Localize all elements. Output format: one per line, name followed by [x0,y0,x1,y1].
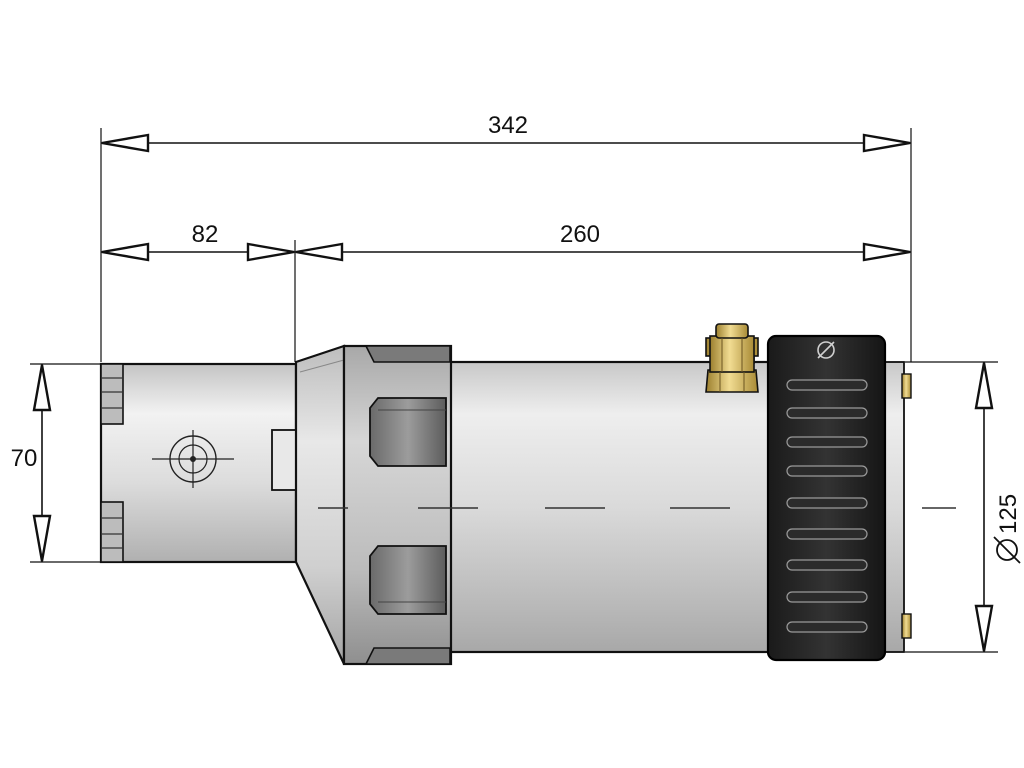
shaft-notch-bottom [100,501,124,563]
diameter-symbol-icon [996,539,1018,561]
overall-length-label: 342 [488,112,528,139]
cooling-cap [766,334,887,662]
brass-screw-top [901,373,912,399]
cap-screw-icon [817,341,835,359]
motor-body [448,323,772,654]
dimension-body-length: 260 [295,221,911,262]
vent-slots [786,379,868,633]
brass-nipple [705,323,759,393]
end-cap [883,361,912,653]
cone-adapter [294,344,346,665]
dimension-overall-length: 342 [100,112,912,362]
front-shaft [99,362,298,564]
arrowhead-up [974,362,994,410]
arrowhead-left [101,242,150,262]
dimension-front-diameter: 70 [6,363,102,563]
arrowhead-down [974,604,994,652]
clamp-ring [342,344,453,666]
arrowhead-left [295,242,344,262]
arrowhead-right [246,242,295,262]
clamp-slot-upper [369,397,447,467]
front-diameter-label: 70 [11,445,38,472]
arrowhead-right [862,133,911,153]
body-diameter-label: 125 [995,494,1022,534]
arrowhead-down [32,514,52,562]
shaft-key [271,429,297,491]
brass-screw-bottom [901,613,912,639]
clamp-slot-lower [369,545,447,615]
arrowhead-up [32,364,52,412]
dimension-front-length: 82 [101,221,296,362]
arrowhead-left [101,133,150,153]
front-length-label: 82 [192,221,219,248]
dimension-body-diameter: 125 [905,361,1022,653]
shaft-notch-top [100,363,124,425]
body-length-label: 260 [560,221,600,248]
arrowhead-right [862,242,911,262]
